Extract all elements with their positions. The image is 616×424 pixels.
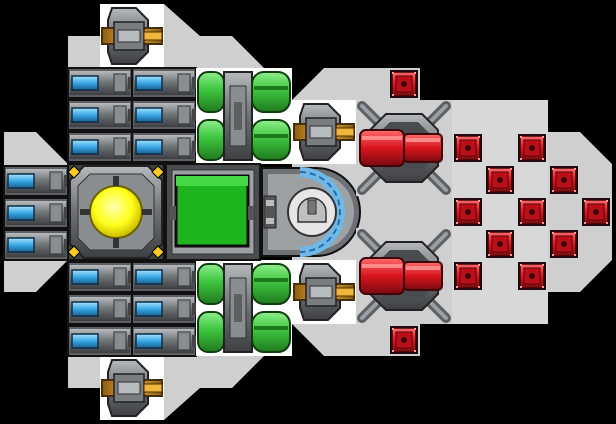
twin-red-turret-icon[interactable] (356, 100, 452, 196)
battery-cell-icon[interactable] (131, 99, 198, 131)
battery-cell-icon[interactable] (67, 99, 134, 131)
battery-cell-icon[interactable] (131, 67, 198, 99)
reactor-core-icon[interactable] (67, 163, 165, 261)
amber-cannon-icon[interactable] (100, 4, 164, 68)
red-mine-block-icon[interactable] (390, 326, 418, 354)
red-mine-block-icon[interactable] (486, 230, 514, 258)
battery-cell-icon[interactable] (131, 293, 198, 325)
engine-group (100, 4, 356, 420)
green-cargo-module-icon[interactable] (196, 260, 292, 356)
amber-cannon-icon[interactable] (100, 356, 164, 420)
red-mine-block-icon[interactable] (518, 134, 546, 162)
green-cargo-module-icon[interactable] (196, 68, 292, 164)
red-mine-block-icon[interactable] (390, 70, 418, 98)
red-mine-block-icon[interactable] (550, 166, 578, 194)
red-mine-block-icon[interactable] (454, 262, 482, 290)
battery-cell-icon[interactable] (67, 325, 134, 357)
battery-cell-icon[interactable] (3, 165, 70, 197)
cargo-modules (196, 68, 292, 356)
mine-field (390, 70, 610, 354)
green-display-module[interactable] (165, 163, 261, 261)
battery-cell-icon[interactable] (131, 131, 198, 163)
cockpit-dome-icon[interactable] (261, 167, 361, 257)
battery-cell-icon[interactable] (67, 67, 134, 99)
red-mine-block-icon[interactable] (518, 198, 546, 226)
battery-cell-icon[interactable] (67, 131, 134, 163)
battery-cell-icon[interactable] (67, 293, 134, 325)
battery-cell-icon[interactable] (67, 261, 134, 293)
battery-cell-icon[interactable] (131, 325, 198, 357)
hull-top-fin (68, 4, 264, 68)
twin-red-turret-icon[interactable] (356, 228, 452, 324)
battery-racks (3, 67, 198, 357)
red-mine-block-icon[interactable] (518, 262, 546, 290)
turret-group (356, 100, 452, 324)
red-mine-block-icon[interactable] (582, 198, 610, 226)
battery-cell-icon[interactable] (3, 197, 70, 229)
amber-cannon-icon[interactable] (292, 260, 356, 324)
amber-cannon-icon[interactable] (292, 100, 356, 164)
red-mine-block-icon[interactable] (454, 134, 482, 162)
hull-bottom-fin (68, 356, 264, 420)
red-mine-block-icon[interactable] (454, 198, 482, 226)
battery-cell-icon[interactable] (3, 229, 70, 261)
red-mine-block-icon[interactable] (550, 230, 578, 258)
red-mine-block-icon[interactable] (486, 166, 514, 194)
battery-cell-icon[interactable] (131, 261, 198, 293)
